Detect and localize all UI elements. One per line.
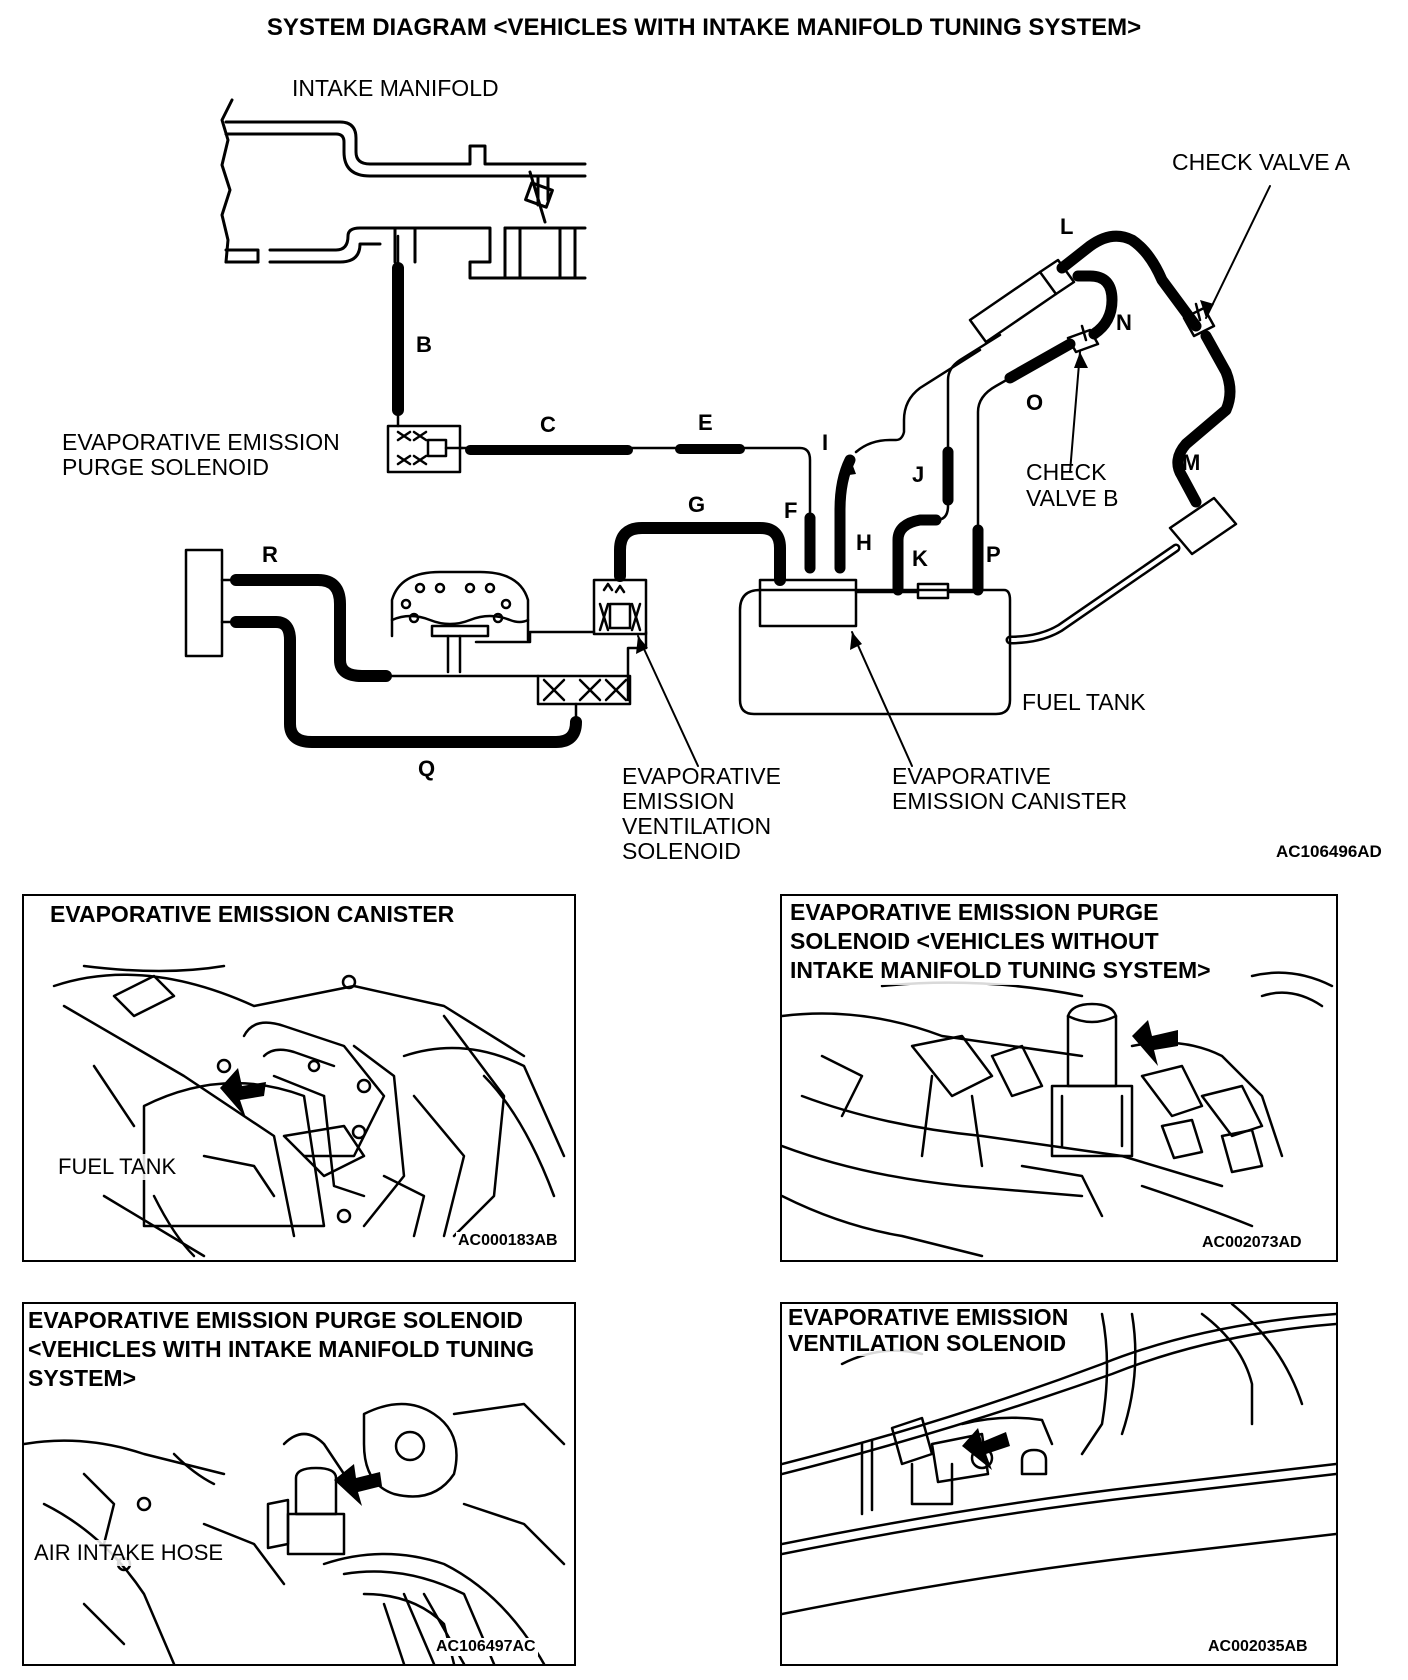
panel-purge-with-title-line1: EVAPORATIVE EMISSION PURGE SOLENOID xyxy=(28,1306,523,1335)
panel-ventilation-code: AC002035AB xyxy=(1206,1638,1310,1656)
label-intake-manifold: INTAKE MANIFOLD xyxy=(292,75,499,101)
panel-canister-title: EVAPORATIVE EMISSION CANISTER xyxy=(50,900,455,929)
hose-label-i: I xyxy=(822,430,829,455)
panel-purge-without-title-line3: INTAKE MANIFOLD TUNING SYSTEM> xyxy=(790,956,1211,985)
canister-illustration xyxy=(52,964,566,1258)
panel-purge-with-title-line2: <VEHICLES WITH INTAKE MANIFOLD TUNING xyxy=(28,1335,535,1364)
vent-solenoid-to-tank xyxy=(474,630,596,644)
hose-c-line xyxy=(460,446,812,552)
hose-label-g: G xyxy=(688,492,706,517)
hose-m xyxy=(1172,330,1236,508)
canister-right xyxy=(1168,496,1238,556)
ventilation-solenoid-symbol xyxy=(592,578,648,636)
hose-n xyxy=(1072,270,1118,340)
system-diagram xyxy=(184,98,1271,767)
hose-label-k: K xyxy=(912,546,928,571)
throttle-valve xyxy=(524,170,554,224)
hose-label-p: P xyxy=(986,542,1001,567)
panel-purge-without-title-line2: SOLENOID <VEHICLES WITHOUT xyxy=(790,927,1159,956)
panel-purge-without-title-line1: EVAPORATIVE EMISSION PURGE xyxy=(790,898,1159,927)
hose-g xyxy=(614,522,786,586)
hose-p-line xyxy=(976,376,1012,532)
hose-o xyxy=(1004,338,1076,384)
hose-k xyxy=(892,514,942,596)
leader-canister xyxy=(851,631,913,767)
pointer-arrow-icon xyxy=(220,1068,266,1118)
intake-manifold xyxy=(220,98,587,280)
pointer-arrow-icon xyxy=(334,1464,382,1506)
hose-label-c: C xyxy=(540,412,556,437)
label-fuel-tank: FUEL TANK xyxy=(1022,689,1146,715)
label-ventilation-line2: EMISSION xyxy=(622,788,735,814)
hose-label-b: B xyxy=(416,332,432,357)
reservoir xyxy=(390,570,530,674)
label-purge-solenoid-line1: EVAPORATIVE EMISSION xyxy=(62,429,340,455)
label-check-valve-a: CHECK VALVE A xyxy=(1172,149,1351,175)
pointer-arrow-icon xyxy=(1132,1020,1178,1066)
leader-check-valve-a xyxy=(1205,185,1271,319)
panel-purge-solenoid-without: EVAPORATIVE EMISSION PURGE SOLENOID <VEH… xyxy=(780,894,1338,1262)
hose-label-h: H xyxy=(856,530,872,555)
fuel-tank xyxy=(738,578,1012,716)
check-valve-a xyxy=(1182,302,1216,338)
hose-r xyxy=(230,574,392,682)
panel-ventilation-title-line2: VENTILATION SOLENOID xyxy=(788,1330,1067,1356)
panel-purge-with-air-intake-label: AIR INTAKE HOSE xyxy=(34,1540,224,1566)
diagram-title: SYSTEM DIAGRAM <VEHICLES WITH INTAKE MAN… xyxy=(266,14,1142,41)
panel-purge-with-code: AC106497AC xyxy=(434,1638,538,1656)
separator-tube xyxy=(968,258,1076,344)
diagram-code: AC106496AD xyxy=(1276,842,1382,861)
hose-label-l: L xyxy=(1060,214,1074,239)
hose-label-o: O xyxy=(1026,390,1044,415)
label-check-valve-b-line1: CHECK xyxy=(1026,459,1107,485)
label-check-valve-b-line2: VALVE B xyxy=(1026,485,1119,511)
purge-solenoid-symbol xyxy=(386,424,464,474)
purge-solenoid-with-illustration xyxy=(24,1402,566,1664)
panel-canister-fuel-tank-label: FUEL TANK xyxy=(58,1154,177,1180)
hose-j-line xyxy=(934,333,1002,522)
hose-h xyxy=(834,454,856,574)
panel-purge-solenoid-with: EVAPORATIVE EMISSION PURGE SOLENOID <VEH… xyxy=(22,1302,576,1666)
label-ventilation-line3: VENTILATION xyxy=(622,813,772,839)
panel-canister: EVAPORATIVE EMISSION CANISTER FUEL TANK … xyxy=(22,894,576,1262)
hose-i-line xyxy=(854,348,982,454)
label-purge-solenoid-line2: PURGE SOLENOID xyxy=(62,454,270,480)
panel-ventilation-solenoid: EVAPORATIVE EMISSION VENTILATION SOLENOI… xyxy=(780,1302,1338,1666)
panel-purge-with-title-line3: SYSTEM> xyxy=(28,1364,137,1393)
hose-q xyxy=(230,616,582,748)
panel-purge-without-code: AC002073AD xyxy=(1200,1234,1304,1252)
leader-ventilation xyxy=(637,635,699,767)
hose-label-r: R xyxy=(262,542,278,567)
hose-label-j: J xyxy=(912,462,925,487)
label-canister-line2: EMISSION CANISTER xyxy=(892,788,1128,814)
hose-label-f: F xyxy=(784,498,798,523)
label-canister-line1: EVAPORATIVE xyxy=(892,763,1051,789)
panel-canister-code: AC000183AB xyxy=(456,1232,560,1250)
hose-label-n: N xyxy=(1116,310,1132,335)
label-ventilation-line1: EVAPORATIVE xyxy=(622,763,781,789)
fuel-line-right xyxy=(1005,543,1181,645)
hose-label-e: E xyxy=(698,410,713,435)
label-ventilation-line4: SOLENOID xyxy=(622,838,741,864)
ventilation-solenoid-illustration xyxy=(782,1304,1336,1616)
leader-check-valve-b xyxy=(1069,351,1081,473)
pointer-arrow-icon xyxy=(962,1428,1010,1470)
panel-ventilation-title-line1: EVAPORATIVE EMISSION xyxy=(788,1304,1069,1330)
hose-label-m: M xyxy=(1182,450,1201,475)
hose-l xyxy=(1056,230,1202,332)
air-filter xyxy=(536,674,632,724)
air-cleaner xyxy=(184,548,224,658)
hose-label-q: Q xyxy=(418,756,436,781)
